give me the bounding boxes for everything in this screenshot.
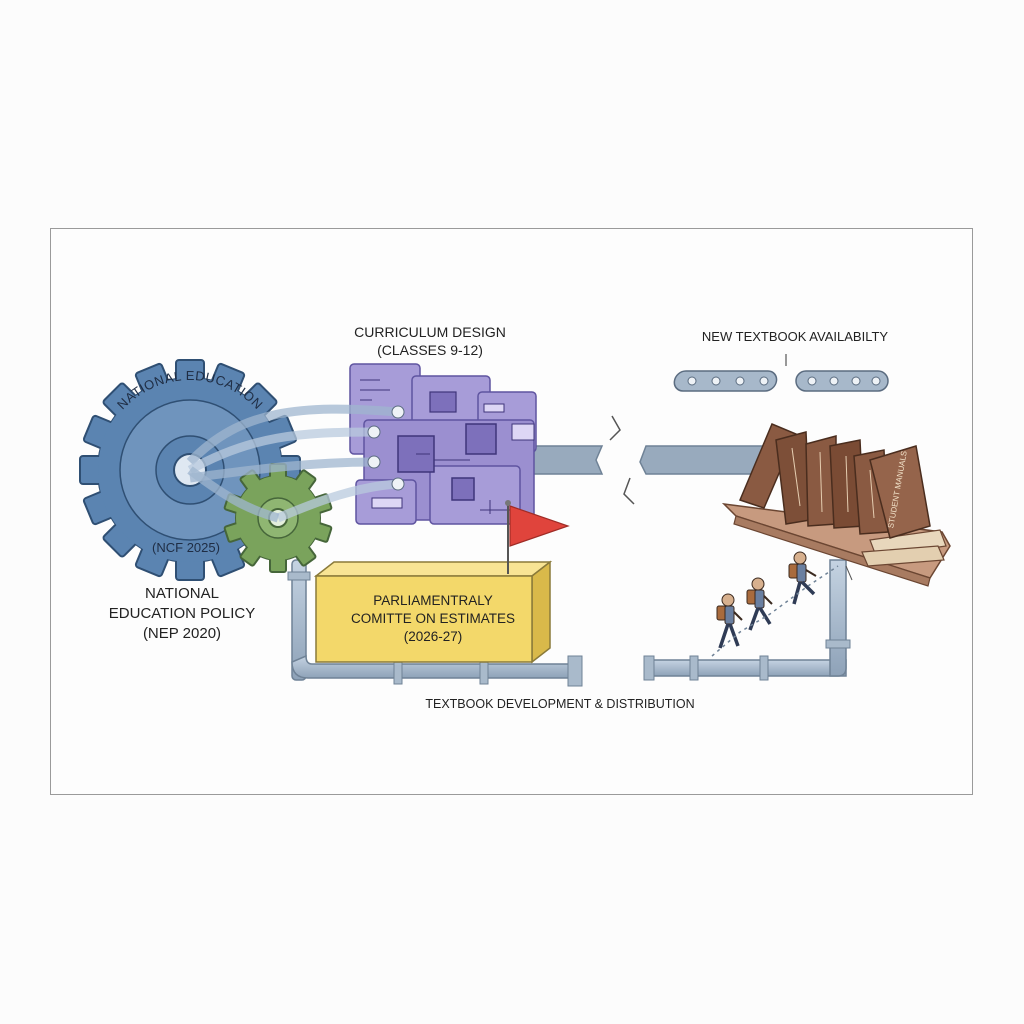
distribution-label: TEXTBOOK DEVELOPMENT & DISTRIBUTION (425, 697, 695, 711)
connector-tubes (186, 404, 405, 523)
nep-line3: (NEP 2020) (142, 625, 222, 642)
curriculum-line1: CURRICULUM DESIGN (354, 324, 506, 340)
committee-line3: (2026-27) (403, 629, 463, 644)
committee-box (313, 560, 553, 664)
committee-label: PARLIAMENTRALY COMITTE ON ESTIMATES (202… (318, 592, 548, 646)
nep-line2: EDUCATION POLICY (108, 605, 256, 622)
nep-label: NATIONAL EDUCATION POLICY (NEP 2020) (82, 584, 282, 644)
curriculum-design-label: CURRICULUM DESIGN (CLASSES 9-12) (330, 323, 530, 359)
textbook-availability-label: NEW TEXTBOOK AVAILABILTY (701, 329, 889, 344)
pipe-network (287, 559, 851, 687)
conveyor-icon (673, 354, 889, 392)
circuit-board-icon (349, 363, 537, 525)
committee-line1: PARLIAMENTRALY (373, 593, 493, 608)
gear-inner-text: (NCF 2025) (152, 540, 220, 555)
flag-icon (505, 500, 570, 574)
committee-line2: COMITTE ON ESTIMATES (350, 611, 515, 626)
hiker-icon (711, 551, 839, 657)
nep-line1: NATIONAL (145, 585, 219, 602)
broken-beam (509, 415, 771, 505)
curriculum-line2: (CLASSES 9-12) (377, 342, 483, 358)
bookshelf-icon: STUDENT MANUALS (721, 423, 951, 587)
